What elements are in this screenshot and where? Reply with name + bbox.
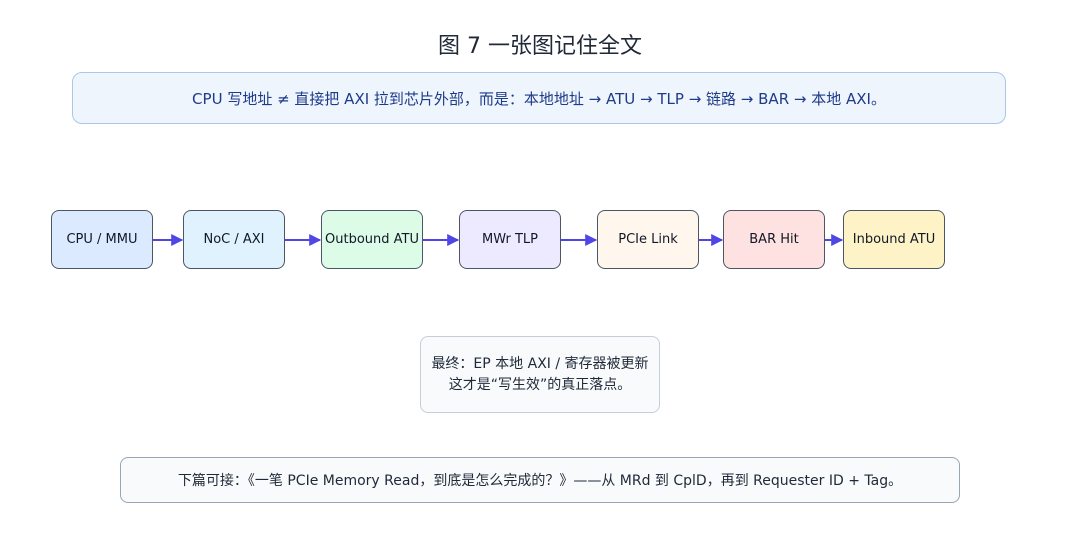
final-note-box: 最终：EP 本地 AXI / 寄存器被更新 这才是“写生效”的真正落点。 [420,336,660,413]
node-cpu-mmu: CPU / MMU [51,210,153,269]
node-noc-axi: NoC / AXI [183,210,285,269]
summary-banner: CPU 写地址 ≠ 直接把 AXI 拉到芯片外部，而是：本地地址 → ATU →… [72,72,1006,124]
node-label: MWr TLP [482,232,538,247]
node-label: NoC / AXI [203,232,265,247]
node-bar-hit: BAR Hit [723,210,825,269]
summary-banner-text: CPU 写地址 ≠ 直接把 AXI 拉到芯片外部，而是：本地地址 → ATU →… [192,89,886,108]
next-article-box: 下篇可接：《一笔 PCIe Memory Read，到底是怎么完成的？》——从 … [120,457,960,503]
node-inbound-atu: Inbound ATU [843,210,945,269]
node-label: CPU / MMU [66,232,138,247]
page-title: 图 7 一张图记住全文 [438,34,642,59]
node-label: Outbound ATU [325,232,419,247]
node-label: BAR Hit [749,232,799,247]
final-note-line-1: 最终：EP 本地 AXI / 寄存器被更新 [431,355,649,372]
node-label: PCIe Link [618,232,678,247]
node-outbound-atu: Outbound ATU [321,210,423,269]
final-note-line-2: 这才是“写生效”的真正落点。 [448,376,632,393]
node-label: Inbound ATU [852,232,936,247]
node-pcie-link: PCIe Link [597,210,699,269]
node-mwr-tlp: MWr TLP [459,210,561,269]
next-article-text: 下篇可接：《一笔 PCIe Memory Read，到底是怎么完成的？》——从 … [177,473,903,489]
